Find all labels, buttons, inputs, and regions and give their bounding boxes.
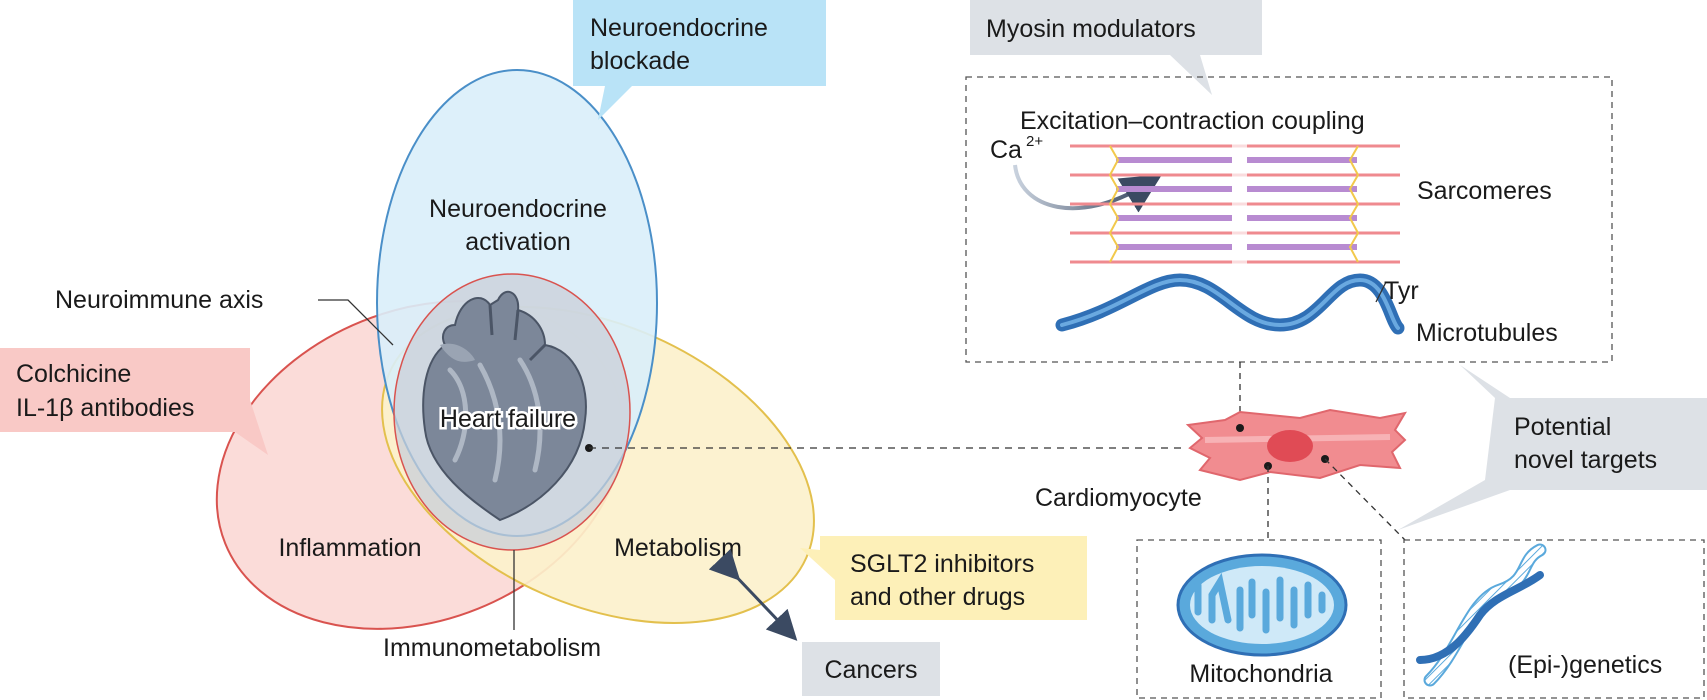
cell-to-genetics-connector (1324, 458, 1406, 541)
tyr-leader (1375, 281, 1387, 303)
myosin-callout: Myosin modulators (970, 0, 1262, 95)
colchicine-line2: IL-1β antibodies (16, 394, 194, 422)
microtubules-label: Microtubules (1416, 319, 1558, 347)
ca-arrow (1013, 164, 1163, 213)
heart-icon (422, 290, 587, 522)
mitochondria-icon (1176, 553, 1348, 657)
inflammation-label: Inflammation (278, 534, 421, 562)
heart-failure-label: Heart failure (440, 405, 576, 433)
novel-targets-callout: Potential novel targets (1398, 365, 1707, 530)
neuroimmune-axis-label: Neuroimmune axis (55, 286, 263, 314)
epigenetics-label: (Epi-)genetics (1508, 651, 1662, 679)
sglt2-line2: and other drugs (850, 583, 1025, 611)
cardiomyocyte-cell (1185, 408, 1407, 482)
immunometabolism-label: Immunometabolism (383, 634, 601, 662)
myosin-label: Myosin modulators (986, 15, 1196, 43)
neuro-label-line1: Neuroendocrine (429, 195, 607, 223)
metabolism-label: Metabolism (614, 534, 742, 562)
sarcomeres-label: Sarcomeres (1417, 177, 1552, 205)
cancers-label: Cancers (824, 656, 917, 684)
dna-icon (1416, 543, 1547, 687)
novel-targets-line2: novel targets (1514, 446, 1657, 474)
mitochondria-panel (1136, 539, 1382, 699)
ca-superscript: 2+ (1026, 133, 1043, 150)
neuro-label-line2: activation (465, 228, 571, 256)
neuro-blockade-line2: blockade (590, 47, 690, 75)
tyr-label: Tyr (1384, 277, 1419, 305)
venn-diagram: Neuroendocrine activation Inflammation M… (55, 69, 815, 662)
neuroimmune-leader (318, 299, 394, 346)
nucleus (1267, 430, 1313, 462)
cancers-callout: Cancers (802, 642, 940, 696)
novel-targets-line1: Potential (1514, 413, 1611, 441)
sglt2-callout: SGLT2 inhibitors and other drugs (800, 536, 1087, 620)
mitochondria-label: Mitochondria (1189, 660, 1332, 688)
colchicine-line1: Colchicine (16, 360, 131, 388)
neuro-blockade-line1: Neuroendocrine (590, 14, 768, 42)
metabolism-cancers-arrow (708, 548, 798, 641)
cardiomyocyte-label: Cardiomyocyte (1035, 484, 1202, 512)
sarcomere-bundle (1070, 140, 1400, 266)
genetics-panel (1403, 539, 1705, 699)
neuro-blockade-callout: Neuroendocrine blockade (573, 0, 826, 120)
sglt2-line1: SGLT2 inhibitors (850, 550, 1034, 578)
colchicine-callout: Colchicine IL-1β antibodies (0, 348, 268, 455)
sarcomere-panel (965, 76, 1613, 363)
ecc-label: Excitation–contraction coupling (1020, 107, 1365, 135)
ca-label: Ca (990, 136, 1022, 164)
